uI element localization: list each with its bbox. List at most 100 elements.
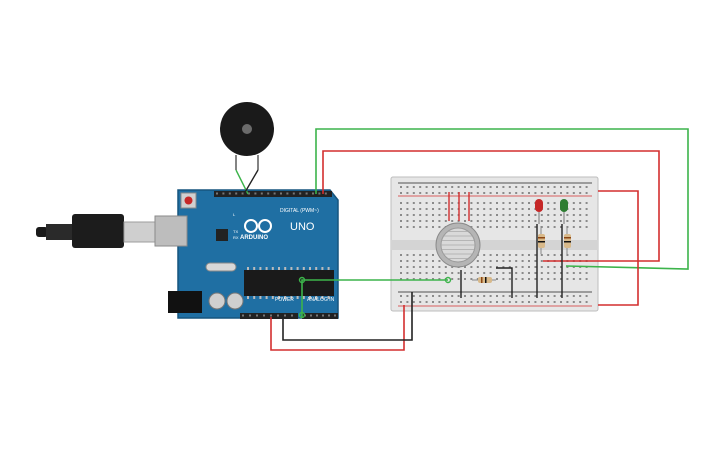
breadboard-hole — [585, 254, 588, 256]
breadboard-hole — [425, 254, 428, 256]
green-led[interactable] — [560, 199, 568, 224]
breadboard-hole — [470, 202, 473, 204]
breadboard-hole — [464, 208, 466, 210]
breadboard-hole — [476, 226, 479, 228]
usb-cable[interactable] — [36, 214, 159, 248]
breadboard-hole — [572, 272, 575, 274]
breadboard-hole — [438, 186, 441, 188]
wire-red-right-rails[interactable] — [598, 190, 639, 306]
chip-pin — [253, 296, 256, 299]
breadboard-hole — [476, 220, 479, 222]
breadboard-hole — [476, 272, 479, 274]
breadboard-hole — [444, 301, 447, 303]
breadboard-hole — [412, 208, 415, 210]
breadboard-hole — [432, 186, 434, 188]
resistor-red-led[interactable] — [538, 226, 545, 254]
breadboard-hole — [547, 254, 550, 256]
breadboard-hole — [515, 226, 518, 228]
breadboard-hole — [425, 278, 428, 280]
red-led[interactable] — [535, 199, 543, 224]
breadboard-hole — [419, 202, 422, 204]
breadboard-hole — [553, 272, 556, 274]
wire-green-analog-signal[interactable] — [301, 279, 448, 317]
breadboard-hole — [528, 260, 530, 262]
breadboard-hole — [483, 266, 486, 268]
breadboard-hole — [502, 295, 505, 297]
wire-sensor-gnd[interactable] — [496, 267, 513, 298]
breadboard-hole — [451, 272, 454, 274]
breadboard-hole — [502, 278, 505, 280]
breadboard-hole — [432, 226, 434, 228]
breadboard-hole — [515, 214, 518, 216]
wires — [235, 128, 689, 351]
breadboard-hole — [553, 295, 556, 297]
breadboard-hole — [400, 254, 402, 256]
breadboard-hole — [438, 272, 441, 274]
arduino-model-label: UNO — [290, 221, 315, 233]
breadboard-hole — [457, 278, 460, 280]
breadboard-hole — [444, 220, 447, 222]
breadboard-hole — [553, 214, 556, 216]
gas-sensor[interactable] — [435, 222, 481, 268]
header-pin — [284, 314, 286, 317]
breadboard-hole — [502, 214, 505, 216]
arduino-uno-board[interactable]: DIGITAL (PWM~) POWER ANALOG IN ARDUINO U… — [154, 189, 339, 319]
breadboard-hole — [451, 266, 454, 268]
wire-red-5v-to-rail[interactable] — [270, 305, 405, 351]
header-pin — [241, 192, 244, 195]
breadboard-hole — [483, 220, 486, 222]
breadboard-hole — [444, 192, 447, 194]
breadboard-hole — [521, 260, 524, 262]
chip-pin — [302, 267, 305, 270]
breadboard-hole — [553, 301, 556, 303]
breadboard-hole — [579, 295, 582, 297]
breadboard[interactable] — [390, 176, 599, 312]
breadboard-hole — [528, 186, 530, 188]
breadboard-hole — [508, 278, 511, 280]
breadboard-hole — [521, 272, 524, 274]
breadboard-hole — [508, 266, 511, 268]
breadboard-hole — [521, 186, 524, 188]
breadboard-hole — [476, 260, 479, 262]
breadboard-hole — [406, 220, 409, 222]
usb-plug-metal — [123, 221, 159, 243]
breadboard-hole — [521, 301, 524, 303]
resistor-green-led[interactable] — [564, 226, 571, 254]
breadboard-hole — [476, 208, 479, 210]
breadboard-hole — [515, 192, 518, 194]
breadboard-hole — [566, 254, 569, 256]
breadboard-hole — [496, 254, 498, 256]
breadboard-hole — [566, 220, 569, 222]
chip-pin — [278, 267, 280, 270]
breadboard-hole — [515, 260, 518, 262]
green-led-body — [560, 199, 568, 212]
breadboard-hole — [470, 220, 473, 222]
breadboard-hole — [560, 214, 562, 216]
wire-buzzer-black[interactable] — [243, 169, 259, 195]
power-header — [240, 313, 298, 319]
piezo-buzzer[interactable] — [220, 102, 274, 170]
resistor-sensor[interactable] — [472, 277, 496, 283]
breadboard-hole — [438, 192, 441, 194]
breadboard-hole — [406, 214, 409, 216]
breadboard-hole — [412, 295, 415, 297]
header-pin — [273, 192, 276, 195]
breadboard-hole — [464, 295, 466, 297]
breadboard-hole — [528, 266, 530, 268]
breadboard-hole — [572, 192, 575, 194]
breadboard-hole — [560, 295, 562, 297]
breadboard-hole — [400, 226, 402, 228]
header-pin — [324, 192, 327, 195]
breadboard-hole — [572, 266, 575, 268]
breadboard-hole — [572, 295, 575, 297]
wire-red-outer-loop[interactable] — [322, 150, 660, 262]
wire-green-outer-loop[interactable] — [315, 128, 689, 270]
breadboard-hole — [419, 278, 422, 280]
breadboard-hole — [534, 254, 537, 256]
breadboard-hole — [585, 202, 588, 204]
breadboard-hole — [572, 202, 575, 204]
breadboard-hole — [483, 272, 486, 274]
wire-black-gnd-to-rail[interactable] — [282, 292, 413, 341]
breadboard-hole — [521, 278, 524, 280]
